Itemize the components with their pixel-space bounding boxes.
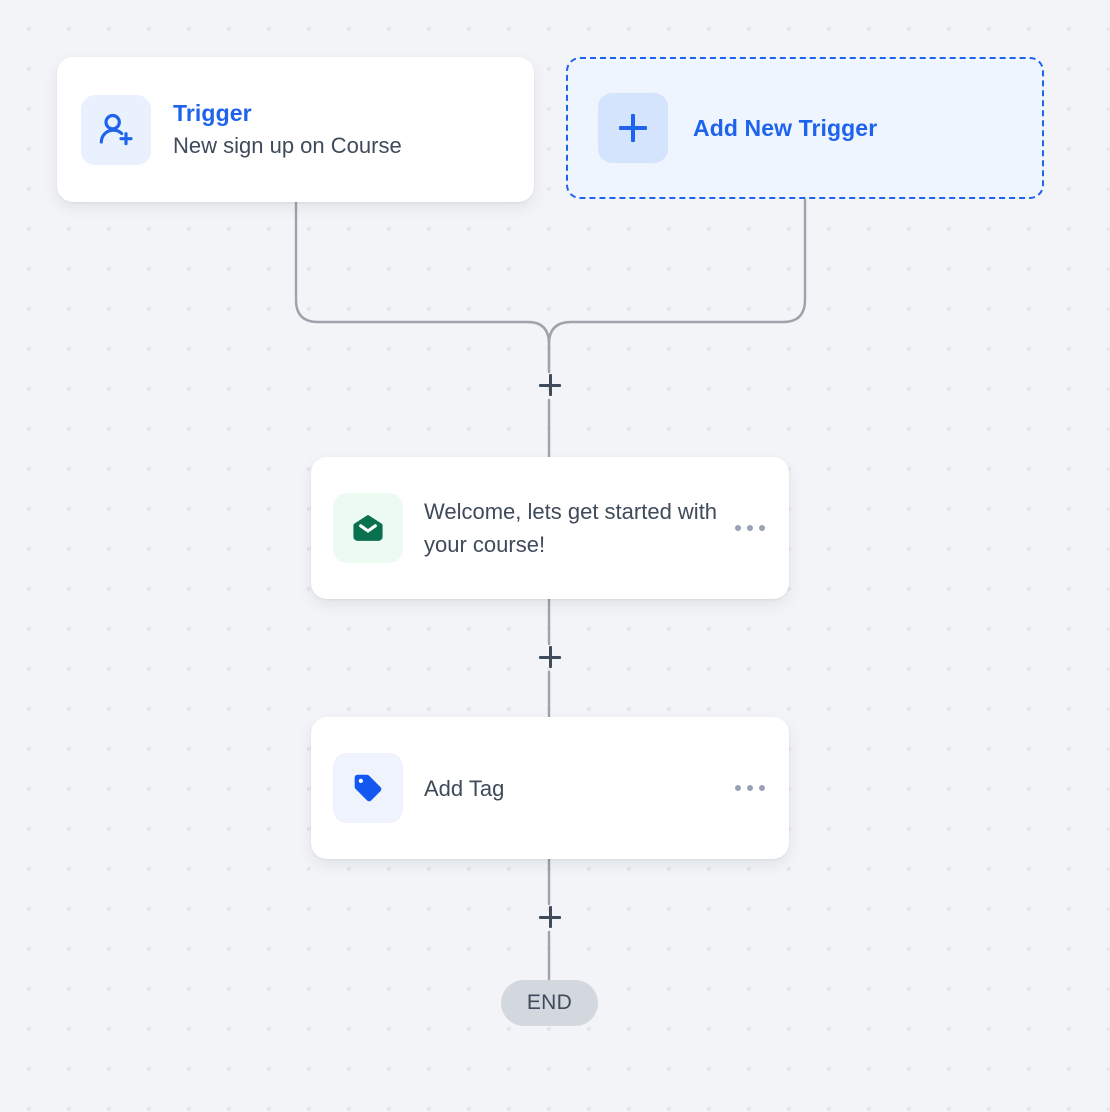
trigger-title: Trigger bbox=[173, 100, 252, 126]
ellipsis-icon[interactable] bbox=[733, 777, 767, 799]
add-step-after-triggers-button[interactable] bbox=[535, 370, 565, 400]
add-new-trigger-button[interactable]: Add New Trigger bbox=[566, 57, 1044, 199]
plus-icon bbox=[598, 93, 668, 163]
end-node-label: END bbox=[526, 991, 573, 1014]
step-label-tag: Add Tag bbox=[424, 775, 505, 801]
trigger-node[interactable]: Trigger New sign up on Course bbox=[57, 57, 534, 202]
trigger-text-group: Trigger New sign up on Course bbox=[173, 98, 402, 161]
envelope-icon bbox=[333, 493, 403, 563]
add-step-after-email-button[interactable] bbox=[535, 642, 565, 672]
step-node-email[interactable]: Welcome, lets get started with your cour… bbox=[311, 457, 789, 599]
end-node: END bbox=[501, 980, 598, 1026]
ellipsis-icon[interactable] bbox=[733, 517, 767, 539]
add-step-after-tag-button[interactable] bbox=[535, 902, 565, 932]
user-plus-icon bbox=[81, 94, 151, 165]
add-new-trigger-label: Add New Trigger bbox=[693, 114, 878, 141]
step-node-tag[interactable]: Add Tag bbox=[311, 717, 789, 859]
tag-icon bbox=[333, 753, 403, 823]
step-label-email: Welcome, lets get started with your cour… bbox=[424, 499, 718, 557]
trigger-subtitle: New sign up on Course bbox=[173, 133, 402, 158]
